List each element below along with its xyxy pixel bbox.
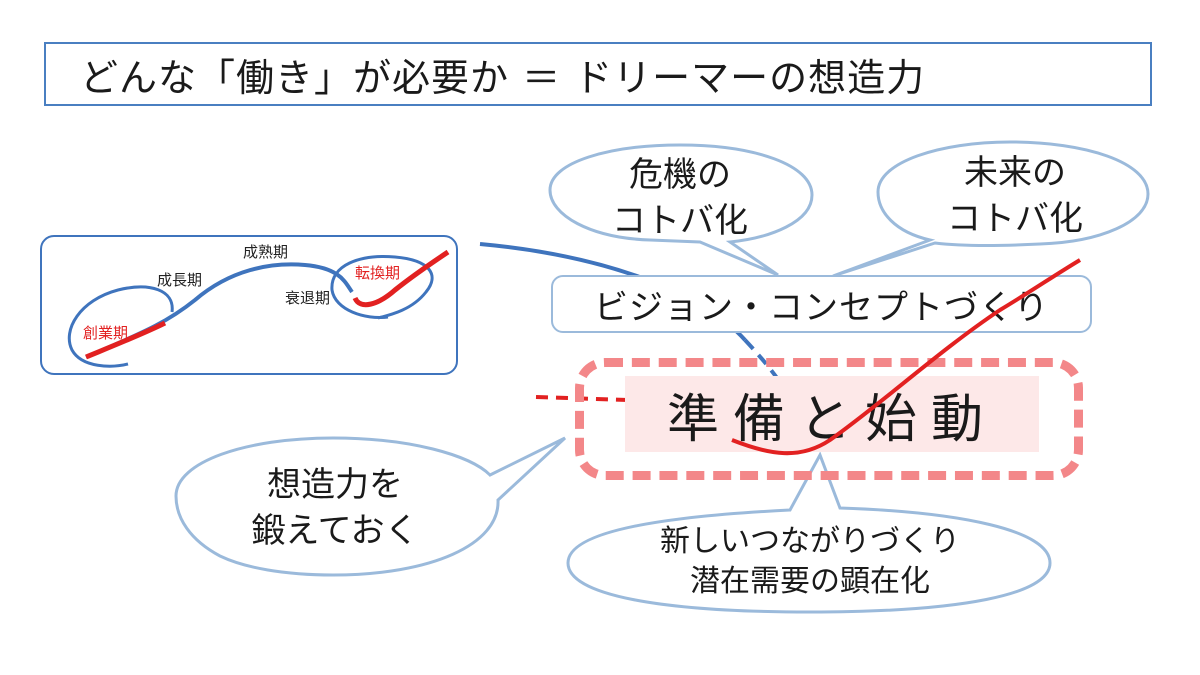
future-line-1: 未来の — [964, 153, 1066, 193]
imagination-bubble-text: 想造力を 鍛えておく — [225, 462, 445, 554]
stage-mature: 成熟期 — [243, 243, 289, 261]
imagination-bubble — [174, 436, 567, 577]
main-dashed-box — [575, 358, 1083, 480]
transition-segment — [352, 249, 450, 308]
page-title: どんな「働き」が必要か ＝ ドリーマーの想造力 — [80, 55, 926, 100]
imagination-line-1: 想造力を — [267, 465, 403, 505]
future-bubble-text: 未来の コトバ化 — [920, 150, 1110, 242]
lifecycle-diagram-box — [40, 235, 458, 375]
stage-growth: 成長期 — [157, 271, 203, 289]
vision-text: ビジョン・コンセプトづくり — [594, 287, 1049, 328]
vision-box: ビジョン・コンセプトづくり — [551, 275, 1092, 333]
imagination-line-2: 鍛えておく — [251, 511, 419, 551]
growth-curve — [731, 258, 1082, 456]
crisis-line-1: 危機の — [629, 155, 731, 195]
crisis-bubble — [548, 143, 814, 277]
connections-line-2: 潜在需要の顕在化 — [690, 564, 930, 599]
crisis-bubble-text: 危機の コトバ化 — [575, 152, 785, 244]
founding-segment — [85, 320, 167, 360]
future-bubble — [832, 140, 1150, 278]
connections-bubble — [566, 451, 1052, 614]
main-text: 準備と始動 — [666, 389, 997, 450]
stage-decline: 衰退期 — [285, 289, 331, 307]
connections-line-1: 新しいつながりづくり — [660, 524, 960, 559]
transition-loop — [330, 255, 434, 320]
stage-transition: 転換期 — [355, 264, 401, 282]
future-line-2: コトバ化 — [947, 199, 1083, 239]
founding-loop — [67, 285, 174, 368]
connections-bubble-text: 新しいつながりづくり 潜在需要の顕在化 — [610, 522, 1010, 602]
stage-founding: 創業期 — [83, 324, 129, 342]
crisis-line-2: コトバ化 — [612, 201, 748, 241]
title-box: どんな「働き」が必要か ＝ ドリーマーの想造力 — [44, 42, 1152, 106]
